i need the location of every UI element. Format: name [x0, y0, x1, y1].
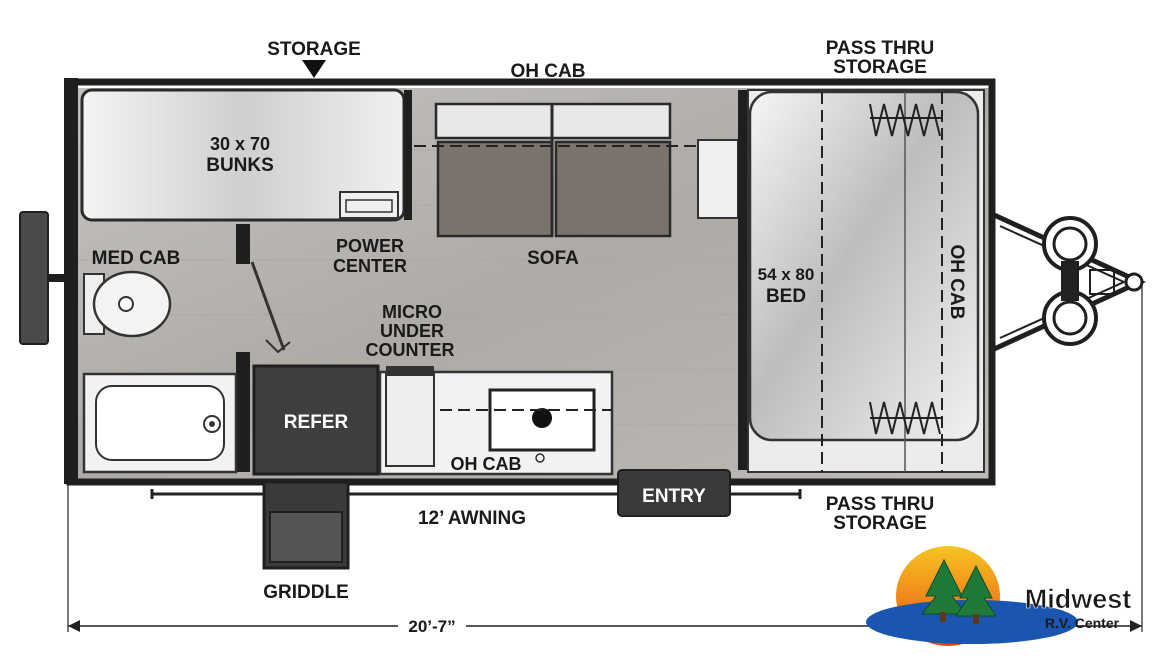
- refrigerator: [252, 364, 380, 476]
- label-bunks: BUNKS: [206, 155, 274, 176]
- storage-arrow: [302, 60, 326, 78]
- label-power-center-1: POWER: [336, 236, 404, 256]
- midwest-rv-logo: [866, 546, 1078, 646]
- label-sofa: SOFA: [527, 248, 579, 269]
- label-oh-cab-bottom: OH CAB: [451, 454, 522, 474]
- sofa-cushion-right: [554, 140, 672, 238]
- rear-bumper: [64, 78, 78, 484]
- label-micro-2: UNDER: [380, 321, 444, 341]
- label-oh-cab-front: OH CAB: [946, 245, 967, 320]
- spare-tire: [19, 211, 49, 345]
- lake-icon: [866, 600, 1078, 644]
- label-micro-1: MICRO: [382, 302, 442, 322]
- label-storage-top: STORAGE: [267, 39, 361, 60]
- label-med-cab: MED CAB: [92, 248, 181, 269]
- label-bed-size: 54 x 80: [758, 265, 815, 284]
- power-center: [339, 191, 399, 219]
- bed-mattress: [748, 90, 980, 442]
- label-entry: ENTRY: [642, 486, 706, 507]
- label-pass-thru-bottom-1: PASS THRU: [826, 494, 934, 515]
- label-power-center-2: CENTER: [333, 256, 407, 276]
- label-length: 20’-7”: [408, 617, 455, 636]
- logo-sub: R.V. Center: [1045, 615, 1120, 631]
- end-table: [697, 139, 739, 219]
- label-pass-thru-top-2: STORAGE: [833, 57, 927, 78]
- tongue-hitch: [990, 211, 1146, 353]
- label-bed: BED: [766, 286, 806, 307]
- entry-step: [617, 469, 731, 517]
- label-micro-3: COUNTER: [366, 340, 455, 360]
- label-bunks-size: 30 x 70: [210, 134, 270, 154]
- sofa-cushion-left: [436, 140, 554, 238]
- label-oh-cab-top: OH CAB: [511, 61, 586, 82]
- label-awning: 12’ AWNING: [418, 508, 526, 529]
- microwave: [385, 373, 435, 467]
- bed-lift-struts: [869, 103, 942, 435]
- logo-name: Midwest: [1025, 584, 1132, 614]
- label-pass-thru-top-1: PASS THRU: [826, 38, 934, 59]
- label-refer: REFER: [284, 412, 349, 433]
- label-pass-thru-bottom-2: STORAGE: [833, 513, 927, 534]
- label-griddle: GRIDDLE: [263, 582, 349, 603]
